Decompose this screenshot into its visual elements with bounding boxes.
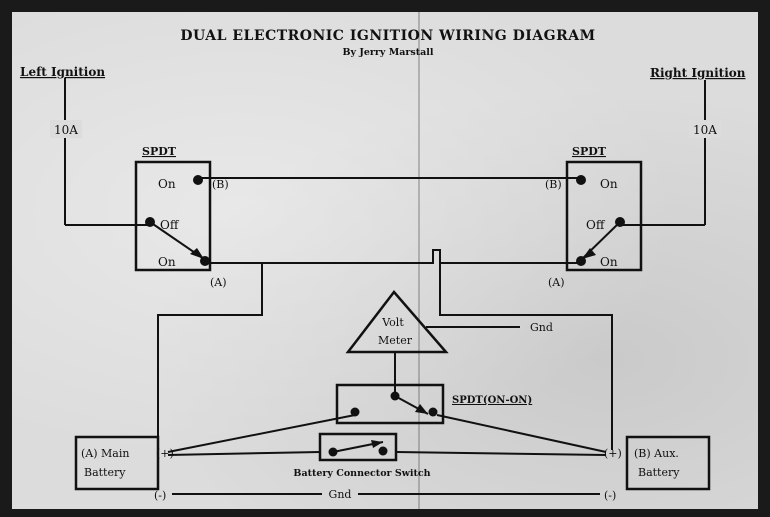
main-battery-line1: (A) Main [81, 447, 129, 460]
voltmeter-label-line2: Meter [378, 334, 413, 347]
spdt-on-on-box [335, 383, 445, 425]
left-a-to-main-wire [157, 263, 263, 450]
spdt-on-on-label: SPDT(ON-ON) [452, 395, 532, 406]
left-ignition-heading: Left Ignition [20, 65, 105, 79]
right-a-terminal-label: (A) [548, 276, 565, 289]
left-b-terminal-label: (B) [212, 178, 229, 191]
paper-fold [418, 12, 420, 509]
aux-battery-box [625, 435, 711, 491]
right-on-bottom-label: On [600, 255, 618, 269]
connector-to-main-wire [167, 451, 321, 456]
a-terminal-wire [205, 249, 580, 264]
left-off-label: Off [160, 218, 180, 232]
right-on-top-label: On [600, 177, 618, 191]
voltmeter-gnd-label: Gnd [530, 321, 553, 334]
left-fuse-label: 10A [54, 123, 78, 137]
left-a-terminal-label: (A) [210, 276, 227, 289]
spdt-on-on-arrow-icon [415, 404, 428, 414]
right-fuse-label: 10A [693, 123, 717, 137]
right-ignition-heading: Right Ignition [650, 66, 746, 80]
left-off-dot [145, 217, 155, 227]
left-spdt-box [134, 160, 212, 272]
right-on-top-dot [576, 175, 586, 185]
voltmeter-label-line1: Volt [381, 316, 404, 329]
connector-right-dot [378, 446, 388, 456]
ground-label: Gnd [329, 488, 352, 501]
main-battery-box [74, 435, 160, 491]
connector-left-dot [328, 447, 338, 457]
diagram-author: By Jerry Marstall [342, 47, 433, 58]
right-spdt-label: SPDT [572, 145, 607, 158]
left-switch-arrow-icon [190, 248, 204, 259]
aux-battery-line2: Battery [638, 466, 680, 479]
left-fuse-label-bg [50, 120, 82, 138]
connector-arrow-icon [371, 440, 383, 448]
right-off-label: Off [586, 218, 606, 232]
right-fuse-label-bg [689, 120, 721, 138]
left-on-top-dot [193, 175, 203, 185]
aux-battery-negative: (-) [604, 489, 616, 502]
right-spdt-box [565, 160, 643, 272]
left-spdt-label: SPDT [142, 145, 177, 158]
main-battery-positive: (+) [156, 447, 174, 460]
main-battery-negative: (-) [154, 489, 166, 502]
diagram-title: DUAL ELECTRONIC IGNITION WIRING DIAGRAM [180, 28, 595, 44]
right-a-to-aux-wire [439, 263, 613, 450]
spdt-on-on-left-dot [350, 407, 360, 417]
left-on-bottom-label: On [158, 255, 176, 269]
right-switch-arrow-icon [582, 248, 596, 259]
spdt-to-aux-wire [436, 414, 607, 453]
spdt-on-on-right-dot [428, 407, 438, 417]
aux-battery-positive: (+) [604, 447, 622, 460]
spdt-on-on-center-dot [390, 391, 400, 401]
spdt-to-main-wire [167, 414, 356, 453]
connector-to-aux-wire [395, 451, 607, 456]
aux-battery-line1: (B) Aux. [634, 447, 679, 460]
battery-connector-switch-label: Battery Connector Switch [293, 468, 430, 479]
main-battery-line2: Battery [84, 466, 126, 479]
left-on-bottom-dot [200, 256, 210, 266]
left-on-top-label: On [158, 177, 176, 191]
battery-connector-switch-box [318, 432, 398, 462]
right-b-terminal-label: (B) [545, 178, 562, 191]
right-off-dot [615, 217, 625, 227]
voltmeter-triangle [345, 290, 449, 354]
